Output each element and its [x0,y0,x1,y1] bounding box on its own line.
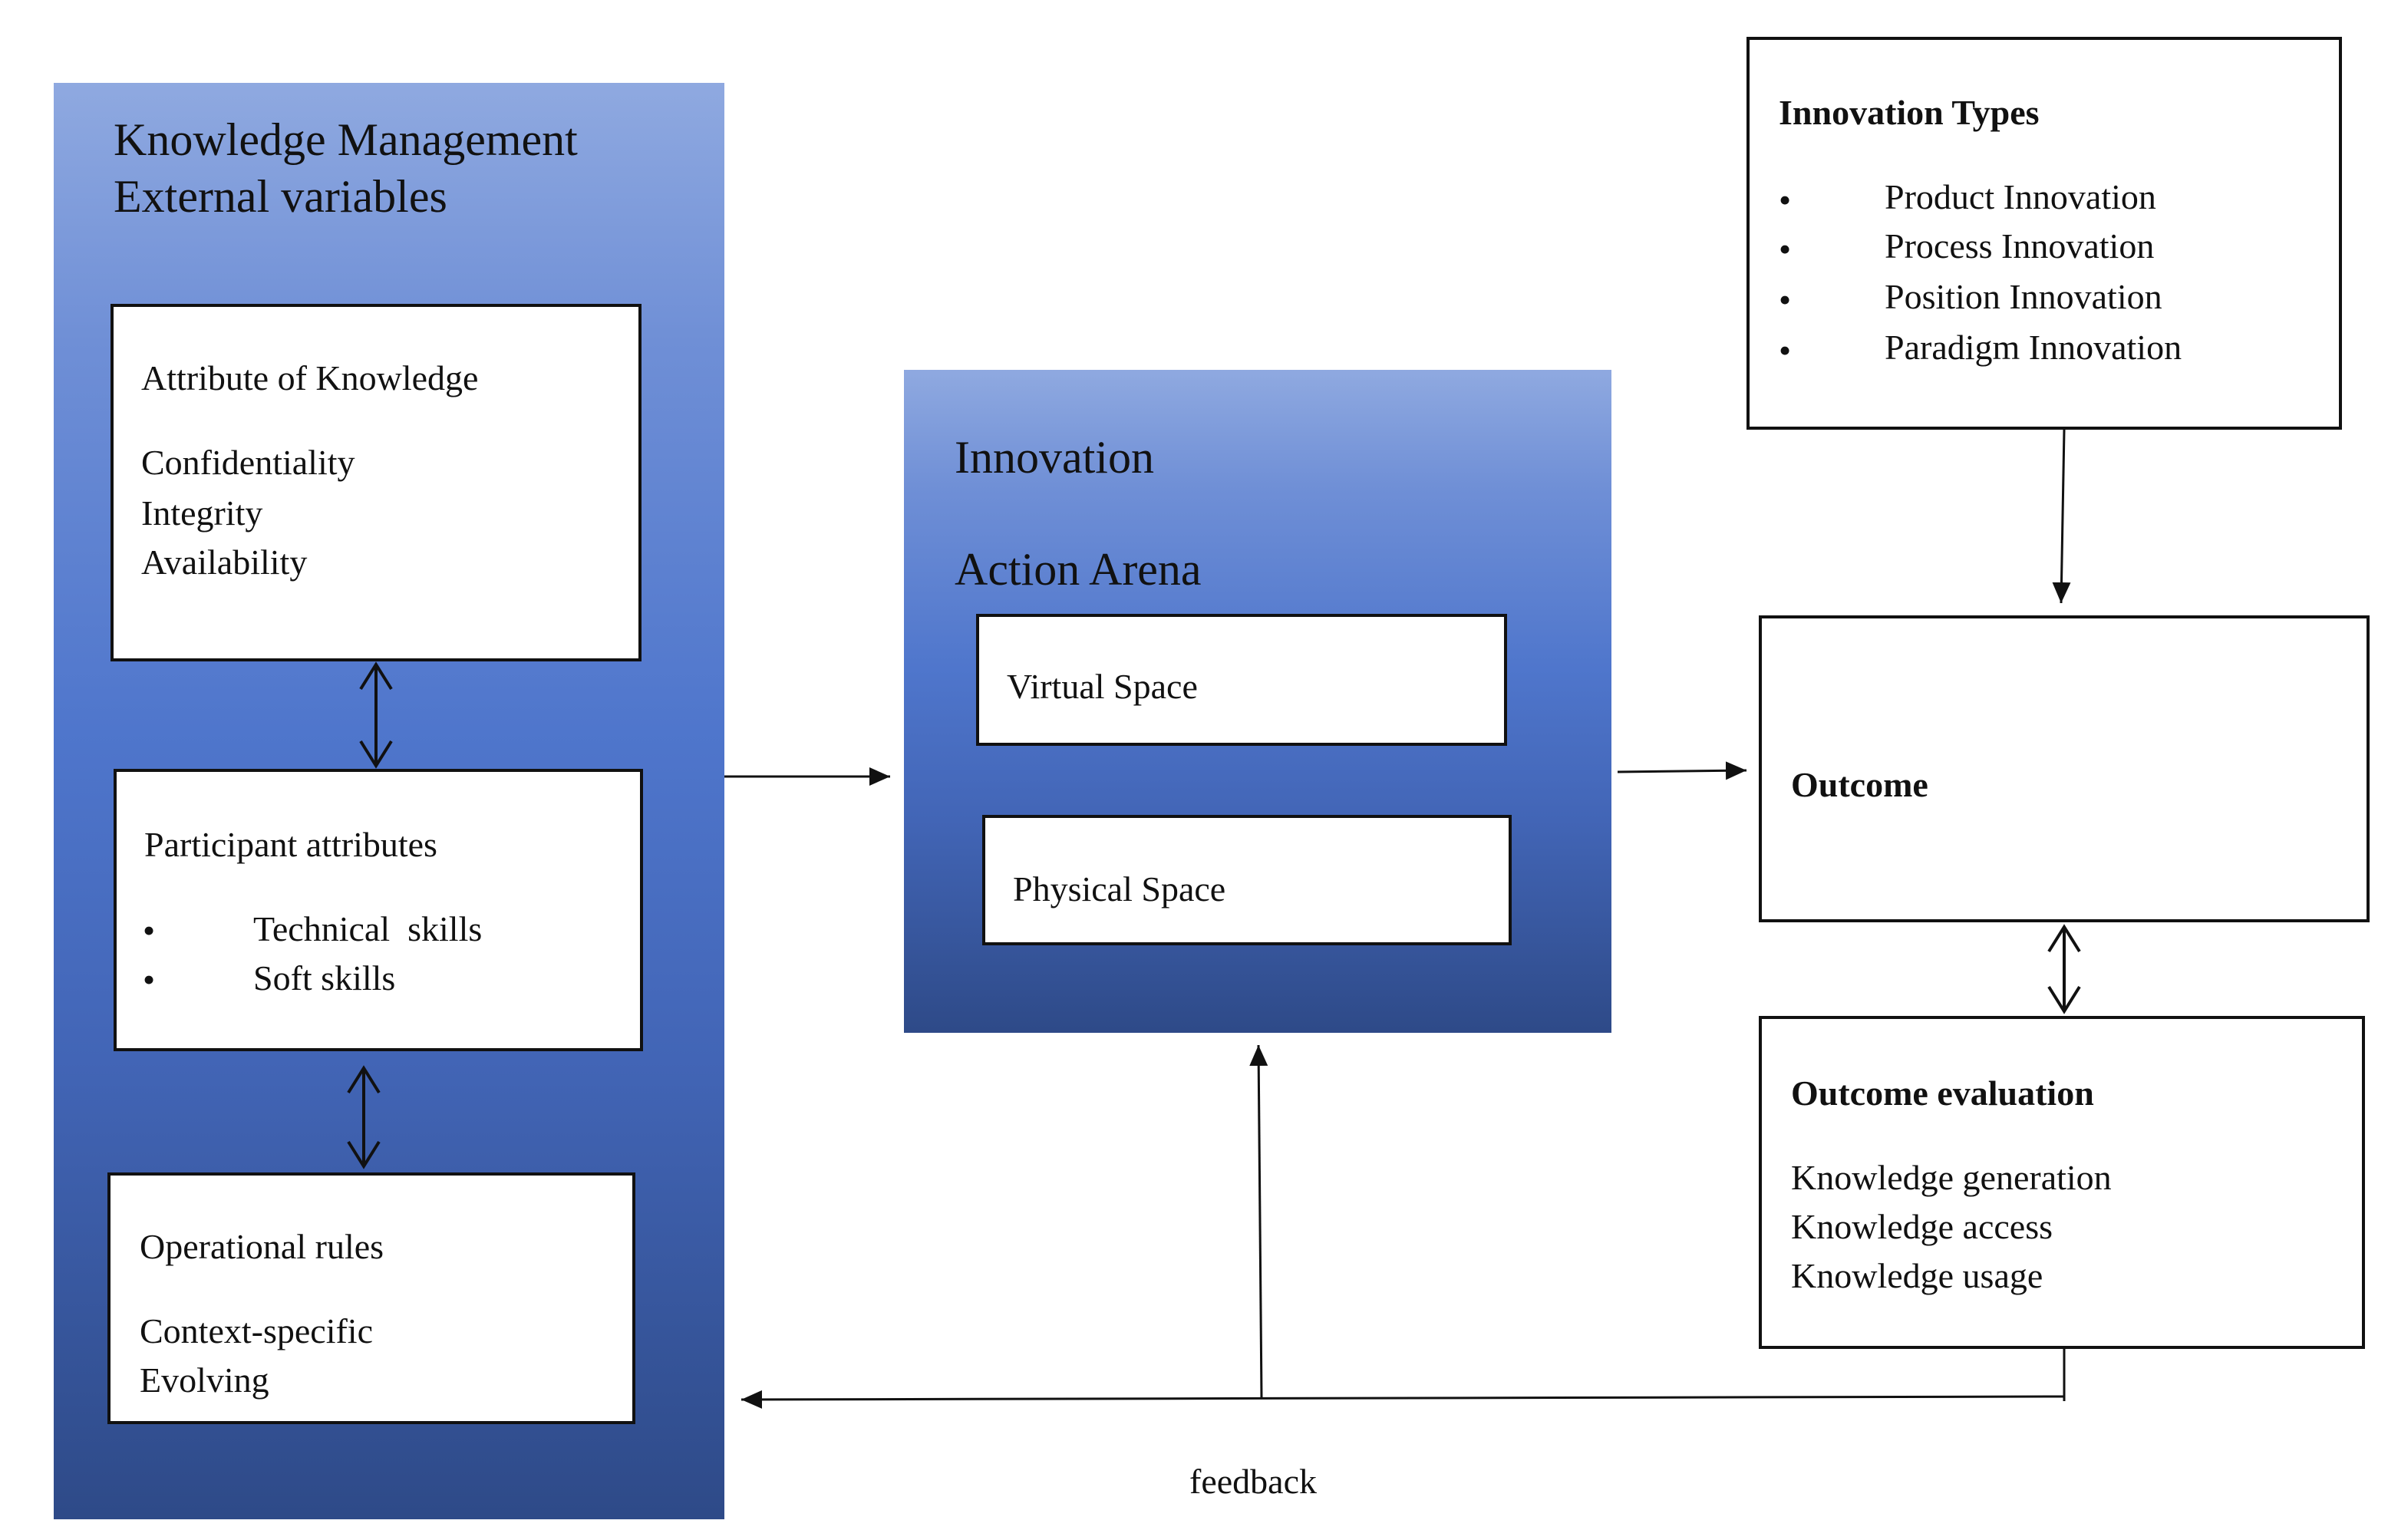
feedback-label: feedback [1189,1462,1317,1501]
innovation-types-title: Innovation Types [1779,93,2040,132]
participant-bullet-1: • [143,911,156,950]
participant-bullet-2: • [143,960,156,999]
outcome-evaluation-box: Outcome evaluation Knowledge generation … [1759,1016,2365,1349]
km-panel-title-line1: Knowledge Management [114,114,578,165]
innovation-types-box: Innovation Types • Product Innovation • … [1746,37,2342,430]
innovation-to-outcome-arrow [1617,761,1747,780]
innovation-type-process: Process Innovation [1885,226,2155,265]
operational-box-title: Operational rules [140,1227,384,1266]
virtual-space-label: Virtual Space [1007,667,1198,706]
operational-rules-box: Operational rules Context-specific Evolv… [107,1172,635,1424]
innovation-types-bullet-1: • [1779,180,1792,219]
innovation-types-to-outcome-arrow [2052,429,2071,604]
innovation-type-paradigm: Paradigm Innovation [1885,328,2182,367]
attribute-of-knowledge-box: Attribute of Knowledge Confidentiality I… [110,304,642,661]
outcome-box: Outcome [1759,615,2370,922]
outcome-title: Outcome [1791,765,1928,804]
virtual-space-box: Virtual Space [976,614,1507,746]
physical-space-box: Physical Space [982,815,1512,945]
innovation-type-product: Product Innovation [1885,177,2156,216]
innovation-types-bullet-2: • [1779,229,1792,269]
outcome-eval-item-generation: Knowledge generation [1791,1158,2112,1197]
operational-item-context-specific: Context-specific [140,1311,374,1350]
participant-item-soft-skills: Soft skills [253,958,396,998]
participant-box-title: Participant attributes [144,825,437,864]
attribute-item-availability: Availability [141,542,308,582]
outcome-eval-item-usage: Knowledge usage [1791,1256,2043,1295]
outcome-evaluation-title: Outcome evaluation [1791,1073,2094,1113]
attribute-box-title: Attribute of Knowledge [141,358,479,397]
km-panel-title-line2: External variables [114,171,447,222]
innovation-types-bullet-4: • [1779,331,1792,370]
innovation-types-bullet-3: • [1779,280,1792,319]
attribute-item-integrity: Integrity [141,493,263,533]
participant-attributes-box: Participant attributes • Technical skill… [114,769,643,1051]
physical-space-label: Physical Space [1013,869,1226,909]
innovation-type-position: Position Innovation [1885,277,2162,316]
feedback-return-arrow [740,1390,2065,1409]
feedback-to-innovation-arrow [1249,1044,1268,1399]
operational-item-evolving: Evolving [140,1360,269,1400]
innovation-panel-title: Innovation [955,432,1154,483]
action-arena-title: Action Arena [955,544,1202,595]
participant-item-technical-skills: Technical skills [253,909,483,948]
outcome-eval-item-access: Knowledge access [1791,1207,2053,1246]
attribute-item-confidentiality: Confidentiality [141,443,355,482]
